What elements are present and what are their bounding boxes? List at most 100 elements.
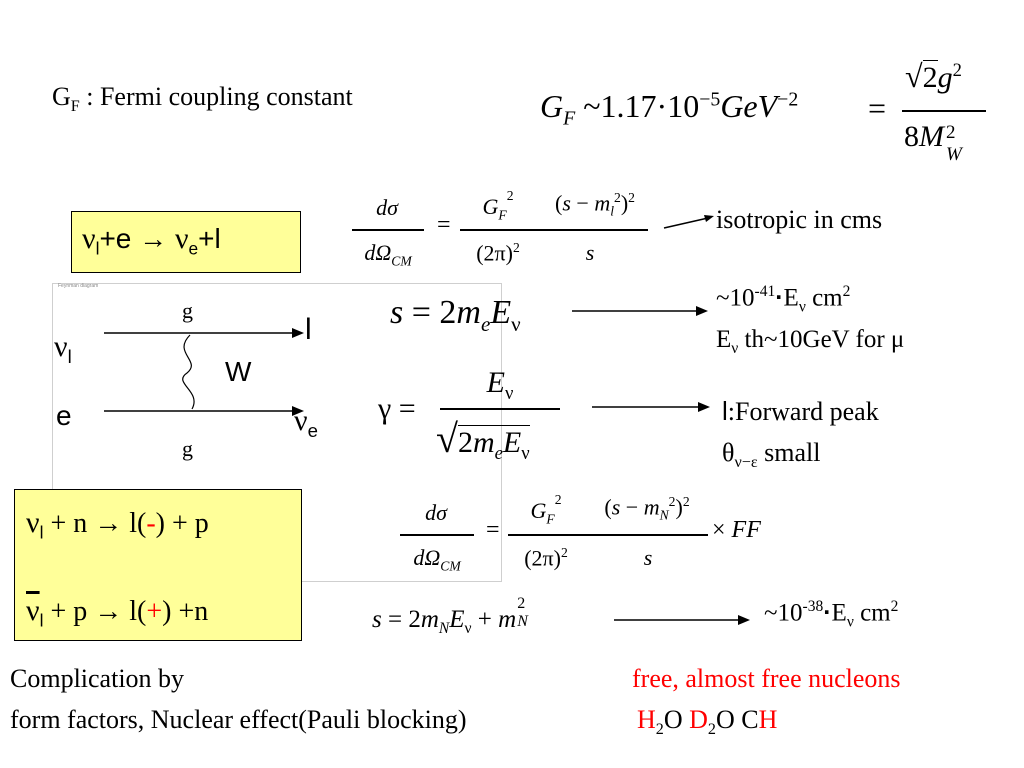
formula-text: ν <box>26 594 40 627</box>
formula-text: g <box>937 61 953 94</box>
formula-text: ν <box>174 222 189 255</box>
formula-text: 2 <box>506 188 514 203</box>
xsec1-dsigma: dσ <box>352 195 422 221</box>
formula-text: e <box>307 420 318 441</box>
formula-text: l <box>67 346 72 367</box>
formula-text: small <box>757 438 821 467</box>
formula-text: dσ <box>376 195 398 220</box>
formula-text: ν <box>731 340 739 357</box>
xsec2-dsigma: dσ <box>400 500 472 526</box>
gamma-lhs: γ = <box>378 392 416 426</box>
formula-text: · <box>775 283 784 312</box>
formula-text: 10 <box>667 88 700 124</box>
formula-text: th~10GeV for <box>738 326 891 353</box>
complication-line2: form factors, Nuclear effect(Pauli block… <box>10 705 467 734</box>
formula-text: ) <box>620 190 629 216</box>
formula-text: F <box>498 207 507 223</box>
reaction2-line1: νl + n → l(-) + p <box>26 506 209 544</box>
formula-text: 2 <box>842 283 851 300</box>
gf-description: : Fermi coupling constant <box>79 82 353 111</box>
formula-text: 2 <box>668 494 676 509</box>
sqrt-content: 2meEν <box>457 425 530 464</box>
formula-text: N <box>517 613 528 630</box>
formula-text: O C <box>715 705 759 734</box>
formula-text: ) + p <box>155 508 209 539</box>
formula-text: E <box>449 606 465 633</box>
fraction-bar <box>400 534 474 536</box>
formula-text: ν <box>504 383 514 404</box>
formula-text: 2 <box>946 122 956 143</box>
formula-text: G <box>482 194 499 219</box>
formula-text: CM <box>440 558 461 574</box>
formula-text: dΩ <box>413 545 441 570</box>
formula-text: +e <box>99 223 132 254</box>
formula-text: l <box>39 522 44 543</box>
formula-text: 2 <box>614 190 621 205</box>
fraction-bar <box>902 110 986 112</box>
formula-text: E <box>783 284 799 312</box>
formula-text: H <box>758 705 778 734</box>
free-nucleons: free, almost free nucleons <box>632 664 901 693</box>
fraction-bar <box>352 229 424 231</box>
xsec2-denominator: s <box>618 545 678 571</box>
formula-text: dΩ <box>364 240 392 265</box>
result2: ~10-38·Eν cm2 <box>764 598 898 631</box>
formula-text: cm <box>853 599 891 627</box>
formula-text: ν−ε <box>734 454 758 472</box>
formula-text: 2 <box>457 426 473 459</box>
formula-text: · <box>823 598 832 627</box>
feynman-g-top: g <box>182 298 193 323</box>
formula-text: γ <box>378 392 392 425</box>
feynman-l-out: l <box>305 313 312 346</box>
formula-text: = 2 <box>403 294 457 331</box>
formula-text: μ <box>890 326 905 353</box>
formula-text: m <box>472 426 495 459</box>
theta-small: θν−ε small <box>722 438 820 472</box>
feynman-nu-in: νl <box>54 330 72 368</box>
formula-text: − <box>620 494 644 520</box>
formula-text: 2 <box>655 721 664 739</box>
gf-definition: GF : Fermi coupling constant <box>52 82 353 116</box>
formula-text: θ <box>722 438 735 467</box>
formula-text: e <box>494 443 503 464</box>
forward-peak: l:Forward peak <box>722 396 879 427</box>
formula-text: E <box>490 294 512 331</box>
xsec2-equals: = <box>486 517 500 543</box>
formula-text: 2 <box>560 545 568 560</box>
gf-equals: = <box>868 90 887 126</box>
formula-text: 2 <box>890 598 899 615</box>
sqrt-symbol: √ <box>905 58 923 94</box>
formula-text: ν <box>26 506 40 539</box>
formula-text: ~ <box>583 88 601 124</box>
formula-text: l <box>610 203 615 219</box>
formula-text: 2 <box>682 494 690 509</box>
formula-text: ν <box>464 620 472 637</box>
formula-text: m <box>420 606 439 633</box>
formula-text: ν <box>798 298 806 316</box>
formula-text: + <box>471 606 499 633</box>
formula-text: → <box>139 224 168 255</box>
formula-text: 2 <box>554 492 562 507</box>
formula-text: N <box>438 620 450 637</box>
xsec1-gf2: GF 2 <box>462 188 534 223</box>
fraction-bar <box>508 534 708 536</box>
formula-text: F <box>563 107 576 130</box>
feynman-caption: Feynman diagram <box>58 283 99 289</box>
formula-text: s <box>562 190 571 216</box>
feynman-nu-out: νe <box>294 404 318 442</box>
formula-text: ν <box>294 404 308 437</box>
xsec2-domega: dΩCM <box>400 545 474 574</box>
formula-text: e <box>480 311 491 336</box>
formula-text: H <box>637 705 656 734</box>
formula-text: G <box>530 498 547 523</box>
formula-text: ) <box>675 494 683 520</box>
formula-text: m <box>594 190 611 216</box>
targets: H2O D2O CH <box>637 705 777 739</box>
reaction1: νl+e → νe+l <box>82 222 221 260</box>
formula-text: 2 <box>512 240 520 255</box>
fraction-bar <box>460 229 648 231</box>
formula-text: s <box>611 494 621 520</box>
formula-text: ν <box>511 311 521 336</box>
